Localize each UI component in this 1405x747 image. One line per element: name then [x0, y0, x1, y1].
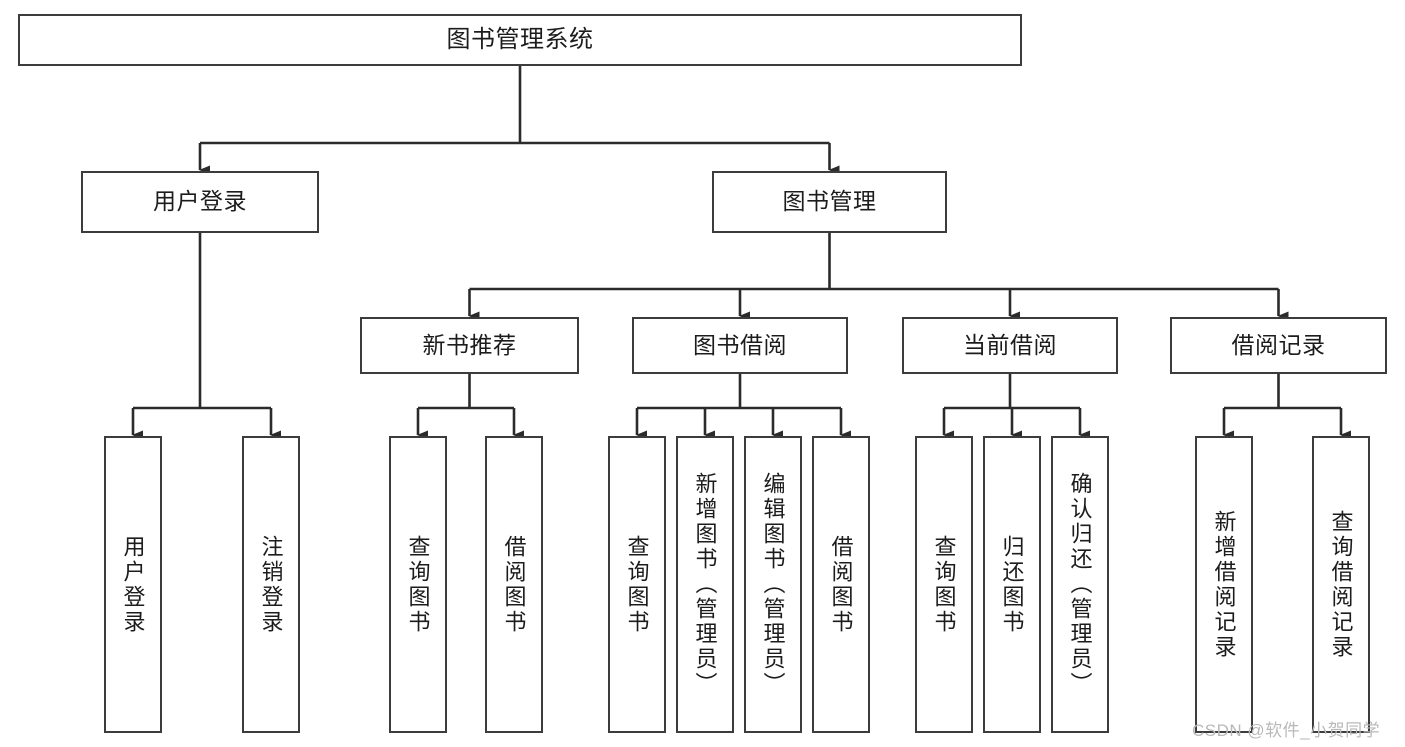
node-label: 图书管理: [782, 188, 877, 215]
node-label: 新增借阅记录: [1211, 509, 1237, 660]
node-label: 查询图书: [931, 534, 957, 635]
node-label: 借阅记录: [1231, 331, 1326, 358]
node-user-login[interactable]: 用户登录: [81, 171, 319, 233]
node-root-book-management-system[interactable]: 图书管理系统: [18, 14, 1022, 66]
node-leaf-query-book-2[interactable]: 查询图书: [608, 436, 666, 733]
node-book-management[interactable]: 图书管理: [712, 171, 947, 233]
node-current-borrowing[interactable]: 当前借阅: [902, 317, 1118, 374]
node-label: 当前借阅: [963, 331, 1057, 358]
node-leaf-query-book-3[interactable]: 查询图书: [915, 436, 973, 733]
node-label: 确认归还（管理员）: [1067, 472, 1093, 697]
connector-bus: [637, 374, 841, 410]
connector-bus: [200, 66, 830, 145]
node-label: 图书管理系统: [446, 25, 594, 53]
node-leaf-edit-book-admin[interactable]: 编辑图书（管理员）: [744, 436, 802, 733]
node-leaf-query-book-1[interactable]: 查询图书: [389, 436, 447, 733]
connector-bus: [1224, 374, 1341, 410]
node-label: 查询借阅记录: [1328, 509, 1354, 660]
node-label: 用户登录: [153, 188, 247, 215]
csdn-watermark: CSDN @软件_小贺同学: [1192, 721, 1381, 740]
connector-bus: [469, 233, 1279, 291]
node-book-borrowing[interactable]: 图书借阅: [632, 317, 848, 374]
node-borrowing-records[interactable]: 借阅记录: [1170, 317, 1387, 374]
node-leaf-query-borrow-record[interactable]: 查询借阅记录: [1312, 436, 1370, 733]
node-new-book-recommendation[interactable]: 新书推荐: [360, 317, 579, 374]
node-label: 查询图书: [624, 534, 650, 635]
node-label: 编辑图书（管理员）: [760, 472, 786, 697]
node-label: 图书借阅: [693, 331, 787, 358]
node-label: 新书推荐: [422, 331, 517, 358]
connector-bus: [418, 374, 514, 410]
node-leaf-borrow-book-2[interactable]: 借阅图书: [812, 436, 870, 733]
node-leaf-add-borrow-record[interactable]: 新增借阅记录: [1195, 436, 1253, 733]
node-leaf-logout[interactable]: 注销登录: [242, 436, 300, 733]
node-label: 借阅图书: [501, 534, 527, 635]
node-label: 查询图书: [405, 534, 431, 635]
node-label: 借阅图书: [828, 534, 854, 635]
node-leaf-confirm-return-admin[interactable]: 确认归还（管理员）: [1051, 436, 1109, 733]
node-label: 注销登录: [258, 534, 284, 635]
node-leaf-user-login[interactable]: 用户登录: [104, 436, 162, 733]
node-leaf-borrow-book-1[interactable]: 借阅图书: [485, 436, 543, 733]
node-label: 用户登录: [120, 534, 146, 635]
node-label: 归还图书: [999, 534, 1025, 635]
node-leaf-add-book-admin[interactable]: 新增图书（管理员）: [676, 436, 734, 733]
node-leaf-return-book[interactable]: 归还图书: [983, 436, 1041, 733]
connector-bus: [944, 374, 1080, 410]
connector-bus: [133, 233, 271, 410]
node-label: 新增图书（管理员）: [692, 472, 718, 697]
